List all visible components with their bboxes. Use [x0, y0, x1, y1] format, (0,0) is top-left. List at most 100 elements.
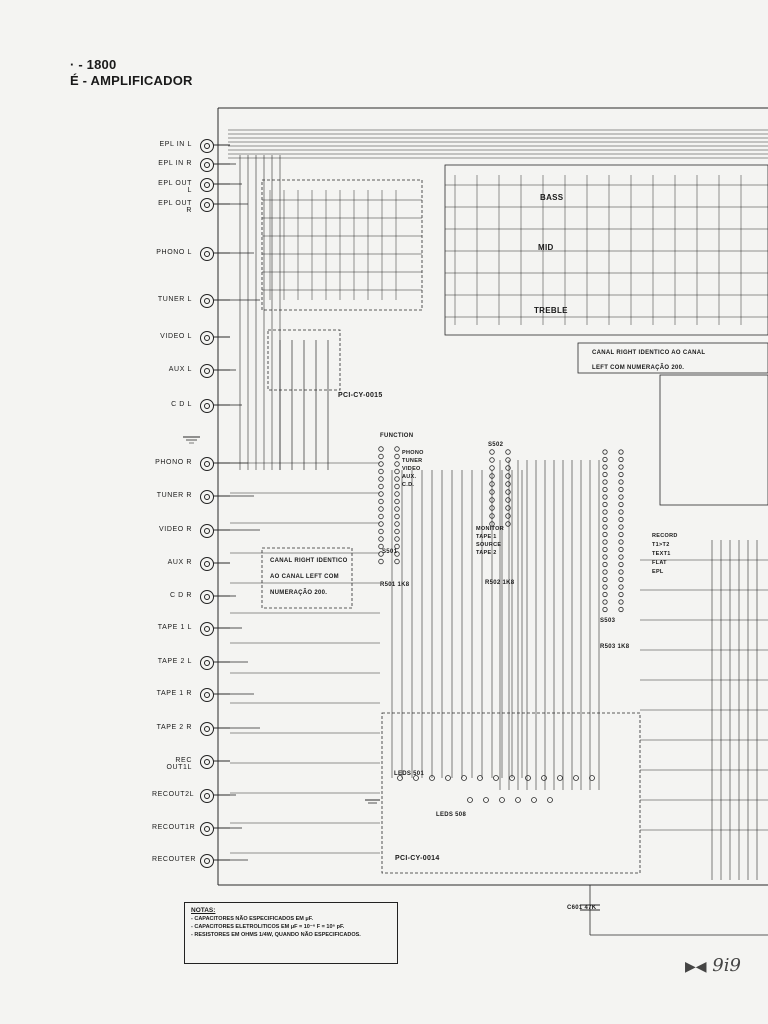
switch-contact	[378, 551, 384, 557]
rca-jack-icon	[200, 178, 214, 192]
switch-contact	[477, 775, 483, 781]
connector-label: EPL IN L	[159, 141, 192, 148]
rca-jack-icon	[200, 722, 214, 736]
switch-contact	[461, 775, 467, 781]
connector-label: C D R	[169, 592, 192, 599]
switch-contact	[505, 481, 511, 487]
switch-contact	[618, 599, 624, 605]
switch-contact	[602, 486, 608, 493]
bass-label: BASS	[540, 193, 564, 202]
switch-contact	[618, 561, 624, 568]
switch-contact	[483, 797, 489, 803]
switch-contact	[378, 513, 384, 520]
switch-contact	[602, 591, 608, 598]
component-outline	[261, 179, 423, 311]
switch-contact	[602, 494, 608, 500]
rca-jack-icon	[200, 755, 214, 769]
switch-contact	[602, 554, 608, 560]
rca-jack-icon	[200, 557, 214, 571]
s503-label: S503	[600, 618, 616, 624]
switch-option-label: EPL	[652, 569, 664, 575]
rca-jack-icon	[200, 247, 214, 261]
switch-contact	[505, 473, 511, 479]
switch-contact	[413, 775, 419, 781]
switch-option-label: FLAT	[652, 560, 667, 566]
switch-contact	[618, 516, 624, 523]
schematic-model: · - 1800	[70, 57, 117, 72]
connector-label: PHONO R	[155, 459, 192, 466]
switch-contact	[489, 457, 495, 463]
note-left-1: CANAL RIGHT IDENTICO	[270, 558, 348, 564]
rca-jack-icon	[200, 158, 214, 172]
connector-label: VIDEO L	[160, 333, 192, 340]
leds-top-label: LEDS 501	[394, 771, 425, 777]
switch-contact	[602, 599, 608, 605]
connector-label: EPL IN R	[158, 160, 192, 167]
switch-contact	[394, 543, 400, 550]
component-outline	[659, 374, 768, 506]
switch-contact	[378, 543, 384, 550]
switch-contact	[378, 506, 384, 512]
switch-option-label: RECORD	[652, 533, 678, 539]
switch-contact	[589, 775, 595, 781]
switch-contact	[378, 536, 384, 542]
switch-contact	[618, 539, 624, 545]
connector-label: TUNER R	[156, 492, 192, 499]
switch-contact	[618, 606, 624, 613]
rca-jack-icon	[200, 590, 214, 604]
switch-contact	[515, 797, 521, 803]
switch-contact	[541, 775, 547, 781]
rca-jack-icon	[200, 457, 214, 471]
rca-jack-icon	[200, 331, 214, 345]
switch-contact	[505, 521, 511, 527]
switch-contact	[602, 456, 608, 463]
switch-contact	[602, 561, 608, 568]
switch-contact	[394, 483, 400, 490]
connector-label: TAPE 1 R	[156, 690, 192, 697]
switch-contact	[394, 521, 400, 527]
rca-jack-icon	[200, 524, 214, 538]
rca-jack-icon	[200, 139, 214, 153]
note-right-2: LEFT COM NUMERAÇÃO 200.	[592, 365, 685, 371]
switch-contact	[602, 569, 608, 575]
switch-contact	[618, 494, 624, 500]
switch-contact	[378, 461, 384, 467]
switch-contact	[602, 524, 608, 530]
switch-contact	[618, 546, 624, 553]
rca-jack-icon	[200, 688, 214, 702]
switch-contact	[505, 457, 511, 463]
r502-label: R502 1K8	[485, 580, 515, 586]
notes-box: NOTAS: - CAPACITORES NÃO ESPECIFICADOS E…	[184, 902, 398, 964]
connector-label: VIDEO R	[159, 526, 192, 533]
switch-contact	[618, 554, 624, 560]
switch-contact	[525, 775, 531, 781]
switch-contact	[489, 465, 495, 471]
switch-contact	[509, 775, 515, 781]
connector-label: RECOUTER	[152, 856, 197, 863]
switch-contact	[602, 464, 608, 470]
component-outline	[261, 547, 353, 609]
function-switch-label: FUNCTION	[380, 433, 414, 439]
board-top-label: PCI-CY-0015	[338, 392, 383, 399]
switch-contact	[557, 775, 563, 781]
switch-contact	[602, 546, 608, 553]
rca-jack-icon	[200, 622, 214, 636]
rca-jack-icon	[200, 822, 214, 836]
switch-contact	[394, 506, 400, 512]
notes-item: - CAPACITORES NÃO ESPECIFICADOS EM μF.	[191, 916, 314, 922]
connector-label: RECOUT2L	[152, 791, 195, 798]
switch-contact	[378, 558, 384, 565]
switch-contact	[394, 551, 400, 557]
rca-jack-icon	[200, 364, 214, 378]
connector-label: REC OUT1L	[166, 757, 192, 771]
connector-label: EPL OUT R	[158, 200, 192, 214]
rca-jack-icon	[200, 490, 214, 504]
switch-contact	[618, 576, 624, 583]
switch-contact	[397, 775, 403, 781]
schematic-title: É - AMPLIFICADOR	[70, 73, 193, 88]
switch-contact	[493, 775, 499, 781]
switch-contact	[499, 797, 505, 803]
notes-heading: NOTAS:	[191, 907, 216, 914]
switch-contact	[394, 446, 400, 452]
connector-label: RECOUT1R	[152, 824, 196, 831]
